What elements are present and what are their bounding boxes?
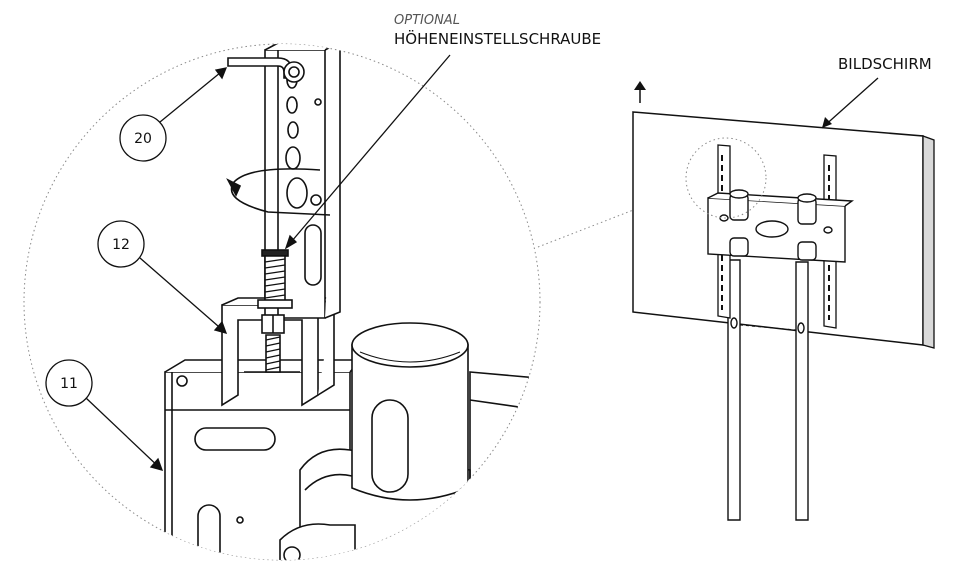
- svg-text:11: 11: [60, 376, 78, 392]
- hex-key-tool: [227, 57, 305, 83]
- height-screw-label: HÖHENEINSTELLSCHRAUBE: [394, 29, 601, 48]
- screen-label: BILDSCHIRM: [838, 55, 932, 73]
- height-adjust-screw: [257, 249, 293, 373]
- stand-posts: [727, 259, 809, 521]
- svg-text:12: 12: [112, 237, 130, 253]
- mount-plate: [707, 189, 855, 263]
- callout-leaders: [85, 54, 451, 471]
- tube-cylinder: [351, 322, 469, 501]
- detail-marker-circle: [685, 137, 767, 219]
- svg-text:20: 20: [134, 131, 152, 147]
- overview-view: BILDSCHIRM: [632, 55, 935, 521]
- callout-11: 11: [45, 359, 93, 407]
- up-arrow-icon: [634, 81, 646, 103]
- rotation-arrow: [226, 168, 331, 216]
- optional-label: OPTIONAL: [394, 13, 460, 28]
- bracket-clip: [221, 297, 335, 407]
- screen-leader: [821, 77, 879, 129]
- callout-20: 20: [119, 114, 167, 162]
- detail-view: 20 12 11 OPTIONAL HÖHENEINSTELLSCHRAUBE: [23, 13, 601, 561]
- callout-12: 12: [97, 220, 145, 268]
